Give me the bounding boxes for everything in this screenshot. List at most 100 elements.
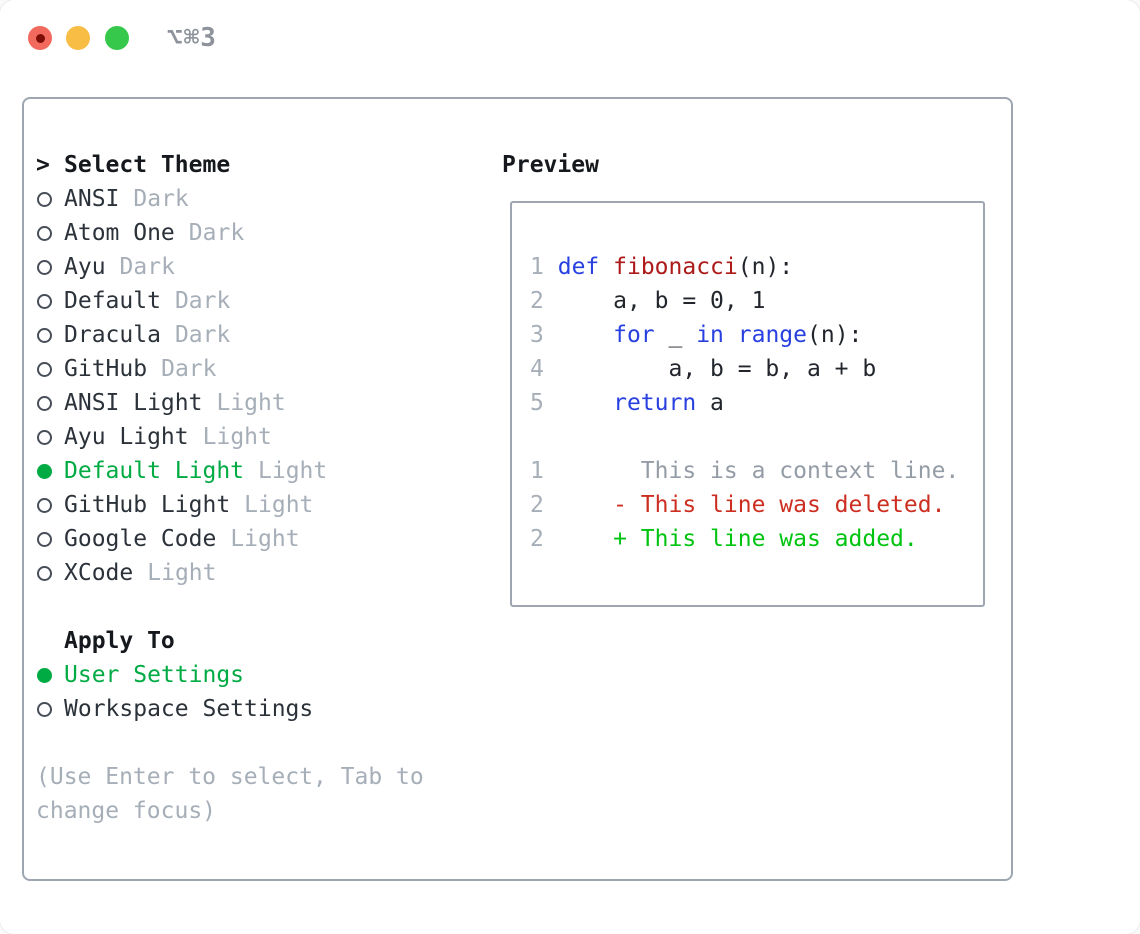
theme-name: ANSI Light xyxy=(64,390,203,416)
radio-icon xyxy=(37,293,52,309)
radio-cell xyxy=(36,531,64,547)
radio-icon xyxy=(37,191,52,207)
preview-line: 2 + This line was added. xyxy=(530,522,983,556)
radio-cell xyxy=(36,429,64,445)
theme-variant: Light xyxy=(230,526,300,552)
radio-cell xyxy=(36,293,64,309)
radio-icon xyxy=(37,565,52,581)
radio-icon xyxy=(37,701,52,717)
apply-option-label: Workspace Settings xyxy=(64,696,314,722)
help-text-line-2: change focus) xyxy=(36,798,217,824)
theme-variant: Dark xyxy=(161,356,217,382)
theme-option[interactable]: Ayu Light Light xyxy=(36,420,424,454)
preview-code: 1 def fibonacci(n): 2 a, b = 0, 1 3 for _ … xyxy=(530,250,983,556)
radio-icon xyxy=(37,361,52,377)
theme-name: Default xyxy=(64,288,161,314)
radio-icon xyxy=(37,531,52,547)
apply-to-header: Apply To xyxy=(36,624,424,658)
code-segment: a, b = b, a + b xyxy=(543,356,877,382)
preview-line: 3 for _ in range(n): xyxy=(530,318,983,352)
radio-icon xyxy=(37,395,52,411)
radio-selected-icon xyxy=(37,667,52,683)
preview-line: 4 a, b = b, a + b xyxy=(530,352,983,386)
theme-name: Dracula xyxy=(64,322,161,348)
zoom-button[interactable] xyxy=(105,26,129,50)
apply-option[interactable]: User Settings xyxy=(36,658,424,692)
theme-name: GitHub xyxy=(64,356,148,382)
spacer xyxy=(36,726,424,760)
apply-to-title: Apply To xyxy=(64,628,175,654)
code-segment: (n): xyxy=(737,254,794,280)
select-theme-title: Select Theme xyxy=(64,152,231,178)
radio-cell xyxy=(36,395,64,411)
radio-icon xyxy=(37,259,52,275)
code-segment xyxy=(544,254,558,280)
code-segment xyxy=(724,322,738,348)
code-segment: a xyxy=(696,390,724,416)
line-number: 4 xyxy=(530,356,544,382)
theme-option[interactable]: ANSI Light Light xyxy=(36,386,424,420)
theme-option[interactable]: GitHub Dark xyxy=(36,352,424,386)
spacer xyxy=(36,590,424,624)
theme-name: ANSI xyxy=(64,186,120,212)
code-segment: a, b = 0, 1 xyxy=(543,288,766,314)
preview-line: 1 def fibonacci(n): xyxy=(530,250,983,284)
theme-name: Google Code xyxy=(64,526,217,552)
line-number: 2 xyxy=(530,288,544,314)
code-segment: def xyxy=(557,254,600,280)
minimize-button[interactable] xyxy=(66,26,90,50)
radio-cell xyxy=(36,225,64,241)
code-segment xyxy=(599,254,613,280)
select-theme-header: > Select Theme xyxy=(36,148,424,182)
theme-variant: Light xyxy=(202,424,272,450)
theme-variant: Dark xyxy=(174,288,231,314)
code-segment: fibonacci xyxy=(613,254,738,280)
theme-option[interactable]: Atom One Dark xyxy=(36,216,424,250)
code-segment: range xyxy=(737,322,808,348)
radio-cell xyxy=(36,497,64,513)
radio-selected-icon xyxy=(37,463,52,479)
radio-icon xyxy=(37,497,52,513)
theme-option[interactable]: Default Light Light xyxy=(36,454,424,488)
radio-cell xyxy=(36,463,64,479)
theme-name: Atom One xyxy=(64,220,175,246)
theme-variant: Dark xyxy=(119,254,175,280)
theme-name: Ayu Light xyxy=(64,424,189,450)
line-number: 3 xyxy=(530,322,544,348)
preview-line: 2 - This line was deleted. xyxy=(530,488,983,522)
line-number: 2 xyxy=(530,526,544,552)
theme-option[interactable]: Google Code Light xyxy=(36,522,424,556)
window-title: ⌥⌘3 xyxy=(167,23,217,53)
preview-box: 1 def fibonacci(n): 2 a, b = 0, 1 3 for _ … xyxy=(510,201,985,607)
line-number: 2 xyxy=(530,492,544,518)
radio-icon xyxy=(37,327,52,343)
preview-line: 1 This is a context line. xyxy=(530,454,983,488)
radio-cell xyxy=(36,701,64,717)
theme-variant: Dark xyxy=(188,220,245,246)
theme-name: GitHub Light xyxy=(64,492,231,518)
theme-name: Default Light xyxy=(64,458,245,484)
apply-option-label: User Settings xyxy=(64,662,245,688)
theme-variant: Light xyxy=(216,390,286,416)
theme-option[interactable]: Default Dark xyxy=(36,284,424,318)
line-number: 5 xyxy=(530,390,544,416)
close-dot-icon xyxy=(35,33,45,43)
theme-variant: Light xyxy=(258,458,328,484)
apply-option[interactable]: Workspace Settings xyxy=(36,692,424,726)
code-segment xyxy=(544,526,613,552)
radio-cell xyxy=(36,565,64,581)
code-segment xyxy=(544,390,613,416)
code-segment: for xyxy=(613,322,655,348)
title-bar: ⌥⌘3 xyxy=(0,0,1140,72)
preview-title: Preview xyxy=(502,152,599,178)
close-button[interactable] xyxy=(28,26,52,50)
radio-cell xyxy=(36,327,64,343)
